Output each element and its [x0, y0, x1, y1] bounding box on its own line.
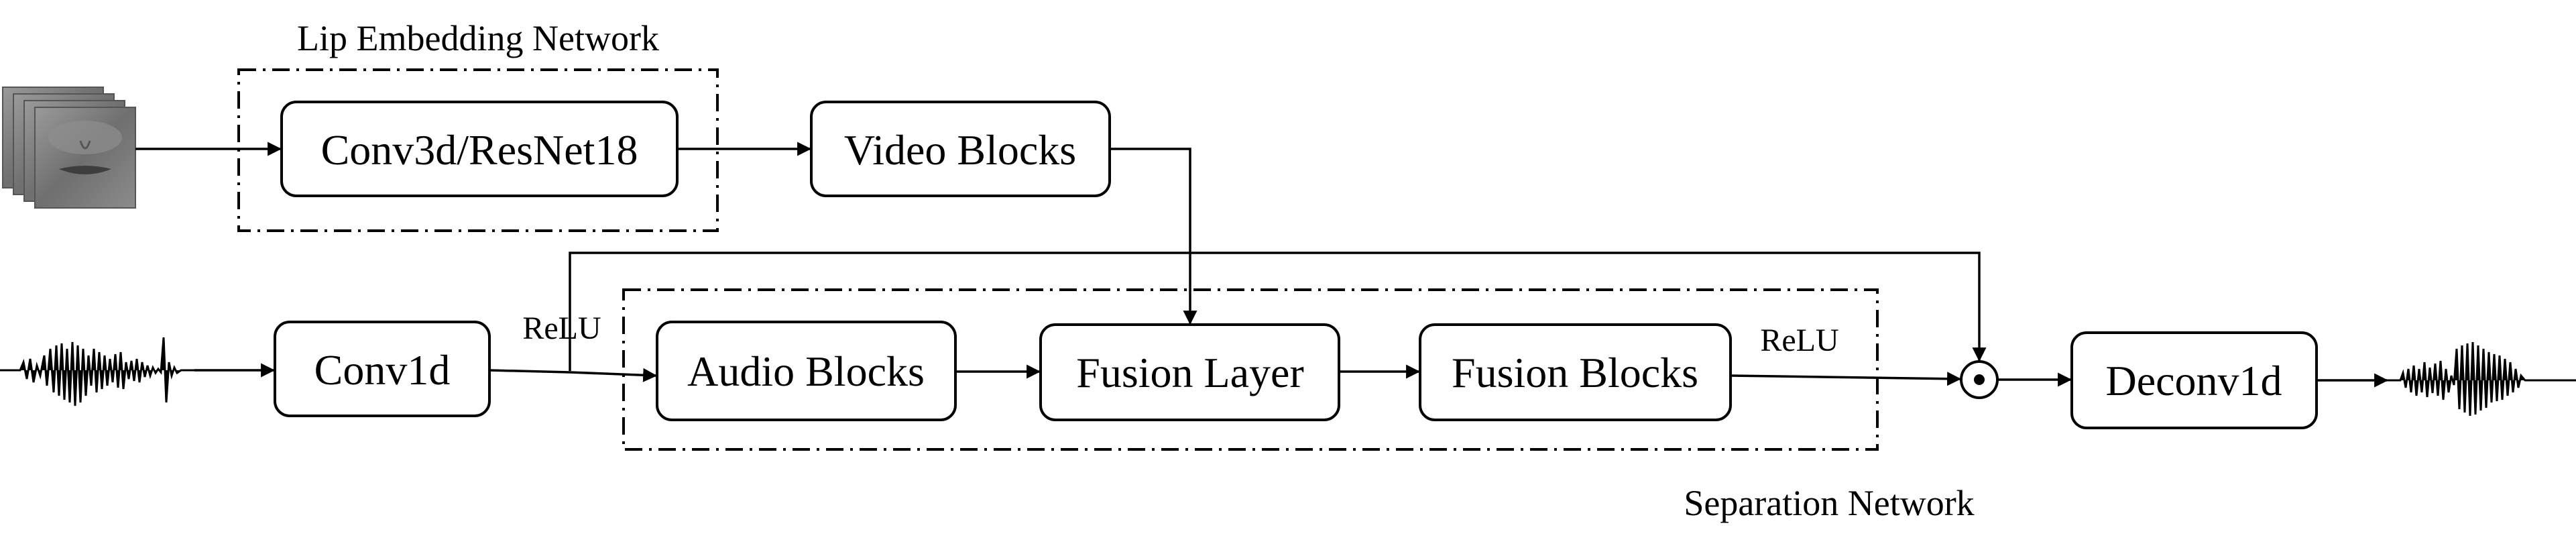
relu-input-label: ReLU — [522, 311, 601, 346]
audio-blocks-label: Audio Blocks — [687, 347, 925, 395]
relu-output-label: ReLU — [1760, 323, 1838, 358]
mixture-waveform-icon — [0, 337, 194, 406]
fusion-layer-block: Fusion Layer — [1039, 323, 1340, 421]
deconv1d-label: Deconv1d — [2105, 357, 2282, 404]
lip-embedding-network-label: Lip Embedding Network — [297, 18, 659, 58]
lip-frames-icon — [2, 87, 136, 209]
fusion-layer-label: Fusion Layer — [1076, 349, 1304, 396]
conv1d-block: Conv1d — [274, 321, 491, 417]
fusion-blocks-label: Fusion Blocks — [1452, 349, 1698, 396]
video-blocks-block: Video Blocks — [810, 101, 1111, 197]
elementwise-product-icon — [1960, 360, 1999, 399]
connectors — [135, 142, 2389, 388]
deconv1d-block: Deconv1d — [2070, 331, 2318, 429]
fusion-blocks-block: Fusion Blocks — [1419, 323, 1732, 421]
conv3d-resnet18-label: Conv3d/ResNet18 — [321, 126, 638, 174]
conv3d-resnet18-block: Conv3d/ResNet18 — [280, 101, 679, 197]
audio-blocks-block: Audio Blocks — [656, 321, 957, 421]
separation-network-label: Separation Network — [1684, 483, 1974, 523]
separation-network-group — [622, 288, 1879, 451]
video-blocks-label: Video Blocks — [844, 126, 1076, 174]
separated-waveform-icon — [2387, 341, 2576, 417]
lip-embedding-network-group — [237, 68, 719, 232]
conv1d-label: Conv1d — [314, 346, 451, 394]
